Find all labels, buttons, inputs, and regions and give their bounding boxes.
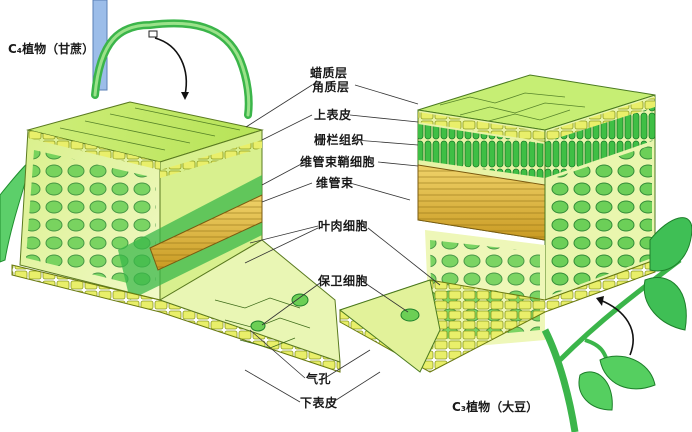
c3-leaf-block (338, 74, 656, 373)
label-wax-layer: 蜡质层 (310, 66, 348, 80)
label-guard-cells: 保卫细胞 (318, 274, 369, 288)
label-palisade-tissue: 栅栏组织 (314, 133, 365, 147)
c3-plant-caption: C₃植物（大豆） (452, 400, 539, 414)
label-bundle-sheath-cells: 维管束鞘细胞 (300, 155, 376, 169)
label-vascular-bundle: 维管束 (316, 176, 354, 190)
soybean-plant-icon (541, 217, 692, 432)
label-upper-epidermis: 上表皮 (314, 108, 352, 122)
label-cuticle: 角质层 (312, 80, 350, 94)
label-lower-epidermis: 下表皮 (300, 396, 338, 410)
label-stoma: 气孔 (306, 372, 332, 386)
c4-leaf-block (11, 101, 341, 373)
label-mesophyll-cells: 叶肉细胞 (318, 219, 369, 233)
c4-plant-caption: C₄植物（甘蔗） (8, 42, 95, 56)
sugarcane-stem-icon (0, 0, 253, 263)
label-leader-lines (244, 84, 441, 403)
